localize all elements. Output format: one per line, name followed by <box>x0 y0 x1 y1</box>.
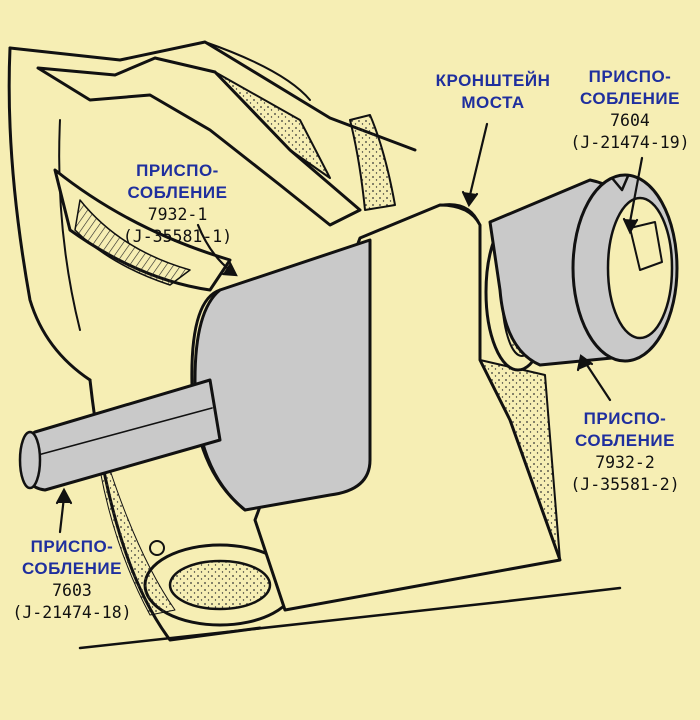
label-7932-2-line1: ПРИСПО- <box>583 409 667 428</box>
label-7603-number: 7603 <box>52 581 92 600</box>
housing-top-right <box>204 41 311 101</box>
yoke-arm-upper-shade <box>214 71 331 179</box>
base-shade <box>99 469 176 616</box>
housing-left-inner <box>58 119 81 331</box>
label-7932-1-number: 7932-1 <box>147 205 208 224</box>
label-bracket-line2: МОСТА <box>461 93 525 112</box>
label-7604-line2: СОБЛЕНИЕ <box>580 89 680 108</box>
label-7603-code: (J-21474-18) <box>12 603 132 622</box>
tool-7603-shaft-end <box>18 430 42 490</box>
label-7603-line1: ПРИСПО- <box>30 537 114 556</box>
arrow-7603 <box>55 487 73 505</box>
label-bracket-line1: КРОНШТЕЙН <box>435 71 551 90</box>
bracket-edge <box>439 203 481 226</box>
label-7932-2-line2: СОБЛЕНИЕ <box>575 431 675 450</box>
housing-left-panel <box>7 46 92 382</box>
tool-7604-notch <box>610 174 630 192</box>
yoke-arm-upper <box>36 56 362 227</box>
arrow-7932-1 <box>221 261 238 277</box>
label-tool-7932-2: ПРИСПО- СОБЛЕНИЕ 7932-2 (J-35581-2) <box>555 408 695 496</box>
arrow-7604 <box>622 217 639 235</box>
label-7932-1-line2: СОБЛЕНИЕ <box>127 183 228 202</box>
label-tool-7603: ПРИСПО- СОБЛЕНИЕ 7603 (J-21474-18) <box>2 536 142 624</box>
label-tool-7932-1: ПРИСПО- СОБЛЕНИЕ 7932-1 (J-35581-1) <box>95 160 260 248</box>
arrow-bracket <box>461 190 479 208</box>
label-7932-2-code: (J-35581-2) <box>570 475 680 494</box>
tool-7603-shaft-edge <box>37 407 213 456</box>
tool-7604-bolt <box>629 221 663 271</box>
yoke-arm-lower-hatch <box>74 199 191 286</box>
base-hole <box>149 540 165 556</box>
label-7932-2-number: 7932-2 <box>595 453 655 472</box>
label-tool-7604: ПРИСПО- СОБЛЕНИЕ 7604 (J-21474-19) <box>560 66 700 154</box>
label-axle-bracket: КРОНШТЕЙН МОСТА <box>418 70 568 114</box>
arrow-7932-2 <box>576 354 594 372</box>
leader-7932-2 <box>583 360 612 402</box>
leader-7604 <box>628 156 644 224</box>
yoke-arm-right-shade <box>349 114 396 211</box>
lower-cup-inner <box>168 559 272 611</box>
label-7604-number: 7604 <box>610 111 650 130</box>
label-7932-1-line1: ПРИСПО- <box>136 161 219 180</box>
label-7932-1-code: (J-35581-1) <box>122 227 233 246</box>
tool-7932-1-body <box>193 238 372 512</box>
bracket-ground-line <box>78 586 622 650</box>
label-7604-code: (J-21474-19) <box>570 133 690 152</box>
label-7603-line2: СОБЛЕНИЕ <box>22 559 122 578</box>
label-7604-line1: ПРИСПО- <box>588 67 672 86</box>
leader-bracket <box>468 122 489 197</box>
